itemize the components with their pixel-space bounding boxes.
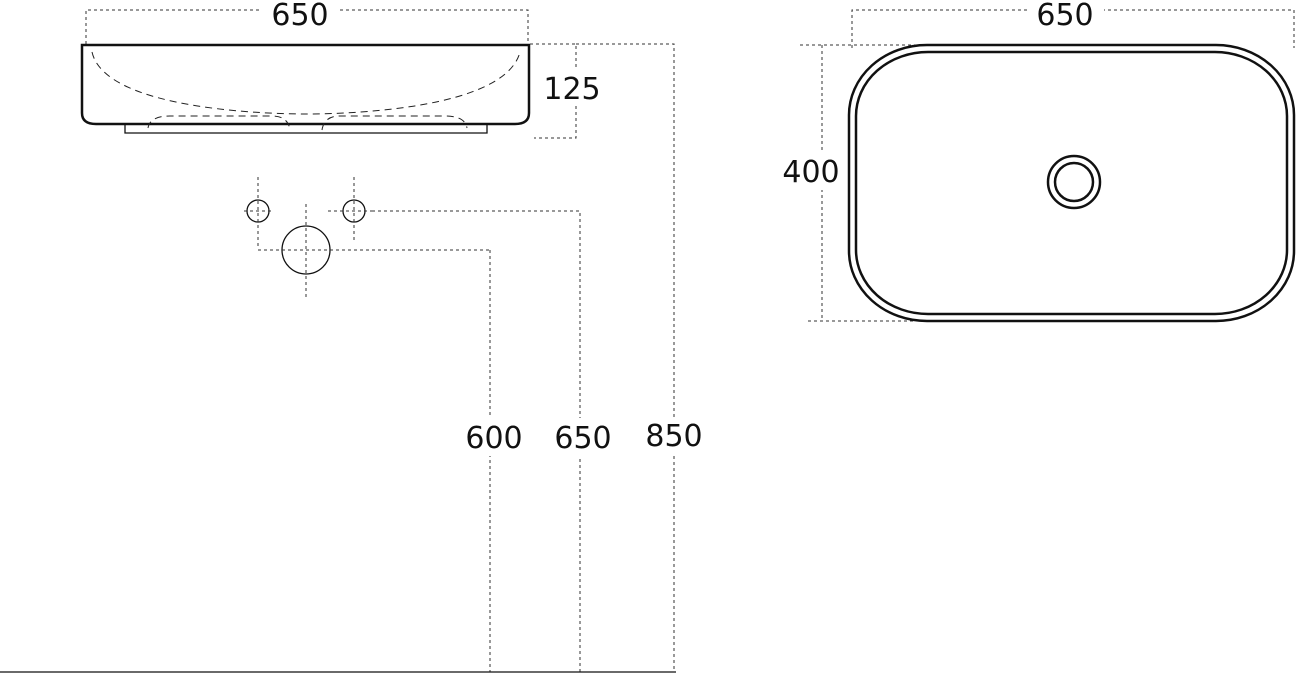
bowl-hidden-curve [91, 51, 521, 115]
label-mask [262, 0, 338, 32]
basin-rim-inner [854, 50, 1289, 316]
side-elevation-view: 650 125 [80, 0, 675, 672]
basin-side-outline [80, 43, 531, 126]
basin-base-foot [124, 124, 488, 134]
label-mask [1028, 0, 1104, 32]
label-mask [551, 418, 613, 456]
side-width-label: 650 [271, 0, 328, 33]
tap-right-centerline [328, 177, 372, 240]
drain-hidden-detail [147, 115, 468, 131]
tap-left-centerline [244, 177, 272, 246]
tap-height-label: 650 [554, 421, 611, 456]
drain-outer [1046, 154, 1102, 210]
waste-height-label: 600 [465, 421, 522, 456]
top-width-label: 650 [1036, 0, 1093, 33]
label-mask [462, 418, 524, 456]
label-mask [540, 70, 602, 106]
connections: 600 650 850 [0, 177, 705, 673]
top-depth-label: 400 [782, 155, 839, 190]
rim-height-label: 850 [645, 419, 702, 454]
label-mask [643, 418, 705, 456]
side-height-label: 125 [543, 72, 600, 107]
rim-height-dimension-line [576, 43, 675, 672]
top-plan-view: 650 400 [778, 0, 1296, 323]
waste-centerline [258, 204, 490, 297]
drain-inner [1053, 161, 1095, 203]
label-mask [778, 152, 844, 190]
basin-rim-outer [847, 43, 1296, 323]
